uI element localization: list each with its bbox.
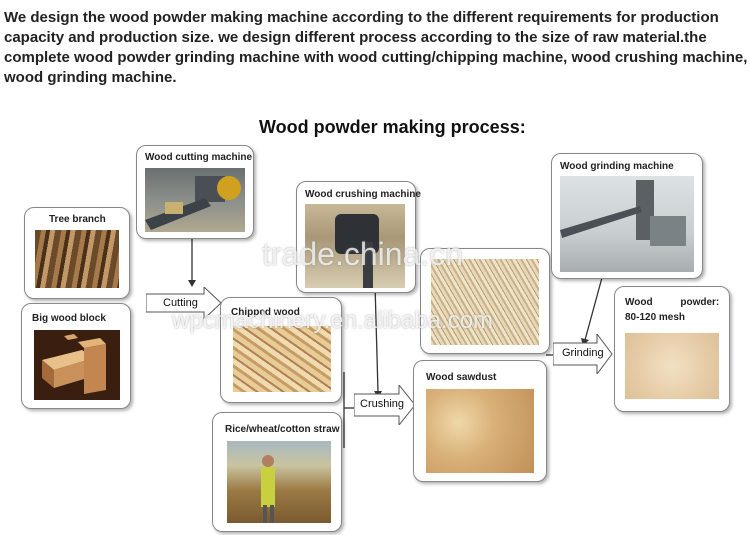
big-wood-block-label: Big wood block <box>32 313 106 324</box>
wood-sawdust-box: Wood sawdust <box>413 360 547 482</box>
coarse-sawdust-photo <box>431 259 539 345</box>
chipped-wood-box: Chipped wood <box>220 297 342 403</box>
grinding-label: Grinding <box>562 347 604 359</box>
wood-grinding-machine-photo <box>560 176 694 272</box>
wood-crushing-machine-photo <box>305 204 405 288</box>
cutting-arrow: Cutting <box>146 287 222 319</box>
wood-grinding-machine-label: Wood grinding machine <box>560 161 674 172</box>
chipped-wood-label: Chipped wood <box>231 307 300 318</box>
wood-cutting-machine-label: Wood cutting machine <box>145 152 253 163</box>
watermark-alibaba: wpcmachinery.en.alibaba.com <box>172 307 494 334</box>
crushing-arrow: Crushing <box>354 385 416 425</box>
rice-straw-photo <box>227 441 331 523</box>
wood-crushing-machine-label: Wood crushing machine <box>305 189 421 200</box>
wood-sawdust-photo <box>426 389 534 473</box>
big-wood-block-box: Big wood block <box>21 303 131 409</box>
tree-branch-box: Tree branch <box>24 207 130 299</box>
wood-powder-label: Wood powder: <box>625 297 720 308</box>
wood-grinding-machine-box: Wood grinding machine <box>551 153 703 279</box>
crushing-label: Crushing <box>360 398 405 410</box>
coarse-sawdust-box <box>420 248 550 354</box>
wood-crushing-machine-box: Wood crushing machine <box>296 181 421 293</box>
wood-cutting-machine-box: Wood cutting machine <box>136 145 254 239</box>
wood-powder-photo <box>625 333 719 399</box>
tree-branch-photo <box>35 230 119 288</box>
rice-straw-box: Rice/wheat/cotton straw <box>212 412 342 532</box>
wood-sawdust-label: Wood sawdust <box>426 372 497 383</box>
grinding-arrow: Grinding <box>553 334 613 374</box>
wood-powder-box: Wood powder: 80-120 mesh <box>614 286 730 412</box>
wood-powder-mesh-label: 80-120 mesh <box>625 312 686 323</box>
cutting-label: Cutting <box>163 297 198 309</box>
diagram-title: Wood powder making process: <box>259 117 526 137</box>
intro-text: We design the wood powder making machine… <box>4 9 748 86</box>
chipped-wood-photo <box>233 326 331 392</box>
big-wood-block-photo <box>34 330 120 400</box>
tree-branch-label: Tree branch <box>49 214 106 225</box>
rice-straw-label: Rice/wheat/cotton straw <box>225 424 340 435</box>
watermark-trade: trade.china.cn <box>262 236 464 272</box>
wood-cutting-machine-photo <box>145 168 245 232</box>
